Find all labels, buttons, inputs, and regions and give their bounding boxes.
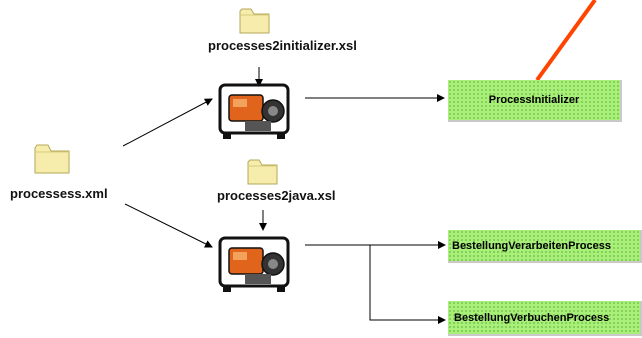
arrow-xml-to-generator-top — [122, 98, 213, 147]
output-box-verarbeiten: BestellungVerarbeitenProcess — [448, 230, 642, 263]
output-label-verbuchen: BestellungVerbuchenProcess — [454, 311, 610, 324]
generator-icon — [218, 83, 290, 139]
folder-icon — [34, 144, 70, 174]
folder-icon — [247, 159, 278, 185]
generator-icon — [218, 236, 290, 292]
output-label-initializer: ProcessInitializer — [488, 94, 580, 106]
output-box-initializer: ProcessInitializer — [448, 80, 622, 122]
highlight-line — [535, 0, 597, 82]
arrow-generator-to-verbuchen — [369, 245, 446, 324]
xsl-java-label: processes2java.xsl — [217, 188, 336, 203]
arrow-xml-to-generator-bottom — [124, 203, 213, 248]
xml-source-label: processess.xml — [10, 186, 108, 201]
xsl-initializer-label: processes2initializer.xsl — [208, 38, 357, 53]
output-box-verbuchen: BestellungVerbuchenProcess — [448, 301, 642, 336]
output-label-verarbeiten: BestellungVerarbeitenProcess — [452, 239, 611, 252]
folder-icon — [239, 8, 270, 34]
